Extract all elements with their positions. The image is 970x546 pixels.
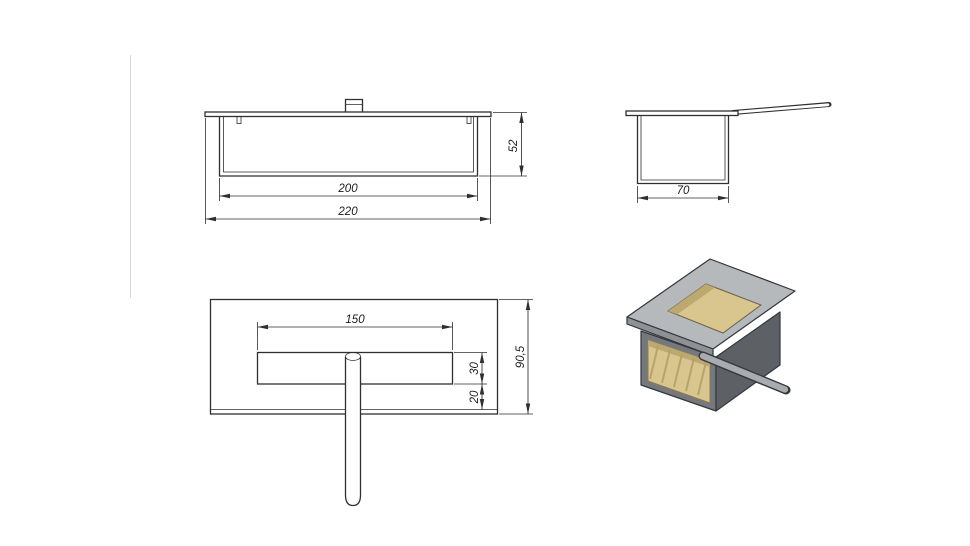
side-body-outer (636, 115, 730, 185)
side-lid (625, 110, 739, 117)
front-fill-pipe (344, 98, 364, 112)
front-clip-left (236, 116, 242, 124)
side-rod (731, 103, 830, 114)
dim-plan-overall-depth: 90,5 (515, 345, 527, 368)
dim-front-outer-width: 220 (337, 206, 358, 218)
front-view: 200 220 52 (204, 98, 527, 224)
plan-dimensions: 150 30 20 90,5 (257, 299, 533, 415)
front-lid (204, 111, 492, 118)
iso-insert-panel-shade (648, 340, 710, 367)
dim-plan-opening-width: 150 (345, 314, 365, 326)
iso-view (626, 258, 796, 412)
iso-insert-hatch (649, 345, 707, 396)
iso-rod (699, 352, 789, 393)
iso-body-right-face (715, 311, 781, 412)
plan-view: 150 30 20 90,5 (209, 298, 533, 507)
side-dimensions: 70 (637, 185, 729, 203)
dim-front-height: 52 (508, 139, 520, 152)
front-body-outer (218, 116, 479, 177)
plan-rod (344, 357, 362, 507)
front-dimensions: 200 220 52 (205, 112, 527, 224)
side-body-inner (640, 115, 726, 181)
dim-plan-opening-depth: 30 (469, 362, 481, 375)
iso-opening-shade (668, 284, 715, 315)
front-body-inner (223, 116, 474, 173)
dim-front-inner-width: 200 (337, 183, 358, 195)
dim-side-depth: 70 (677, 185, 690, 197)
dim-plan-edge-offset: 20 (469, 390, 481, 404)
front-clip-right (466, 116, 472, 124)
plan-rod-top (345, 352, 361, 361)
side-view: 70 (625, 102, 832, 203)
